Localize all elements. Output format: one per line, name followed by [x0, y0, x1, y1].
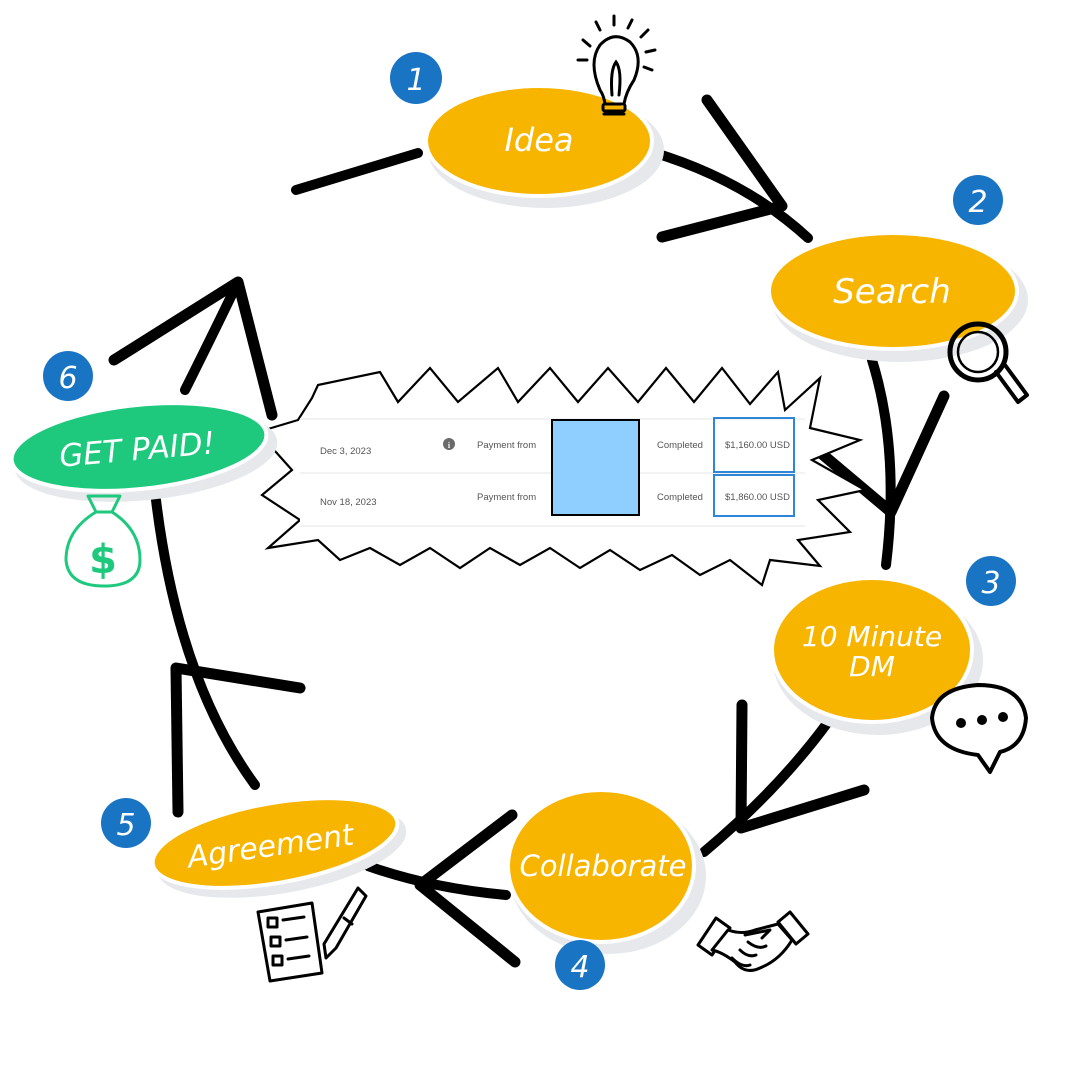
- step-idea: Idea: [424, 84, 664, 208]
- amount-highlight-box: [713, 417, 795, 473]
- step-dm-label: 10 Minute: [802, 620, 942, 653]
- info-icon-glyph: i: [448, 441, 451, 450]
- step-search-blob: [767, 231, 1019, 351]
- payment-row-2: Nov 18, 2023 Payment from Completed $1,8…: [320, 474, 795, 517]
- step-idea-label: Idea: [504, 121, 573, 159]
- arrow-dm-to-collaborate: [699, 717, 833, 857]
- payment-description: Payment from: [477, 440, 536, 451]
- step-paid-blob: [9, 401, 269, 493]
- checklist-pen-icon: [256, 886, 368, 983]
- arrow-collaborate-to-agreement: [363, 861, 511, 900]
- svg-text:6: 6: [58, 361, 77, 396]
- step-search: Search: [767, 231, 1028, 362]
- svg-text:3: 3: [981, 566, 1000, 601]
- svg-text:5: 5: [116, 808, 135, 843]
- amount-highlight-box: [713, 474, 795, 517]
- arrowhead-collaborate: [735, 699, 870, 834]
- svg-text:4: 4: [570, 950, 589, 985]
- payment-description: Payment from: [477, 492, 536, 503]
- step-dm: 10 Minute DM: [770, 576, 983, 735]
- step-collaborate-label: Collaborate: [520, 849, 687, 883]
- step-paid: GET PAID!: [9, 401, 278, 502]
- magnifier-icon: [947, 321, 1029, 404]
- arrowhead-paid-up: [108, 276, 278, 421]
- payment-row-1: Dec 3, 2023 i Payment from Completed $1,…: [320, 417, 795, 473]
- payment-amount: $1,860.00 USD: [725, 492, 790, 503]
- payment-status: Completed: [657, 492, 703, 503]
- cycle-arrows: [108, 94, 950, 968]
- arrow-agreement-to-paid: [151, 495, 260, 790]
- payment-status: Completed: [657, 440, 703, 451]
- arrowhead-dm: [797, 390, 950, 518]
- step-number-badge-3: 3: [966, 556, 1016, 606]
- step-agreement: Agreement: [150, 796, 407, 898]
- payments-burst: Dec 3, 2023 i Payment from Completed $1,…: [256, 366, 869, 587]
- svg-text:2: 2: [968, 185, 987, 220]
- step-dm-blob: [770, 576, 974, 724]
- step-number-badges: 1 2 3 4 5 6: [43, 52, 1016, 990]
- info-icon[interactable]: [443, 438, 455, 450]
- money-bag-icon: $: [64, 494, 142, 588]
- payment-date: Nov 18, 2023: [320, 497, 377, 508]
- step-agreement-blob: [150, 796, 400, 890]
- speech-bubble-icon: [930, 683, 1028, 774]
- handshake-icon: [696, 910, 810, 972]
- arrow-search-to-dm: [867, 355, 896, 570]
- arrowhead-search: [656, 94, 788, 243]
- arrowhead-up-lower: [170, 662, 306, 818]
- payment-amount: $1,160.00 USD: [725, 440, 790, 451]
- step-dm-label-line2: DM: [849, 650, 895, 683]
- arrow-idea-left-stub: [291, 148, 423, 195]
- payment-date: Dec 3, 2023: [320, 446, 371, 457]
- step-number-badge-5: 5: [101, 798, 151, 848]
- step-collaborate: Collaborate: [506, 788, 706, 954]
- arrowhead-agreement: [414, 809, 521, 968]
- step-number-badge-1: 1: [390, 52, 442, 104]
- step-search-label: Search: [833, 272, 951, 312]
- svg-text:1: 1: [406, 63, 425, 98]
- arrow-paid-up: [180, 277, 243, 395]
- lightbulb-icon: [576, 14, 657, 116]
- step-collaborate-blob: [506, 788, 696, 944]
- payer-redaction-box: [551, 419, 640, 516]
- step-number-badge-6: 6: [43, 351, 93, 401]
- money-bag-dollar: $: [89, 537, 117, 583]
- step-number-badge-2: 2: [953, 175, 1003, 225]
- step-idea-blob: [424, 84, 654, 198]
- step-number-badge-4: 4: [555, 940, 605, 990]
- arrow-idea-to-search: [647, 147, 813, 243]
